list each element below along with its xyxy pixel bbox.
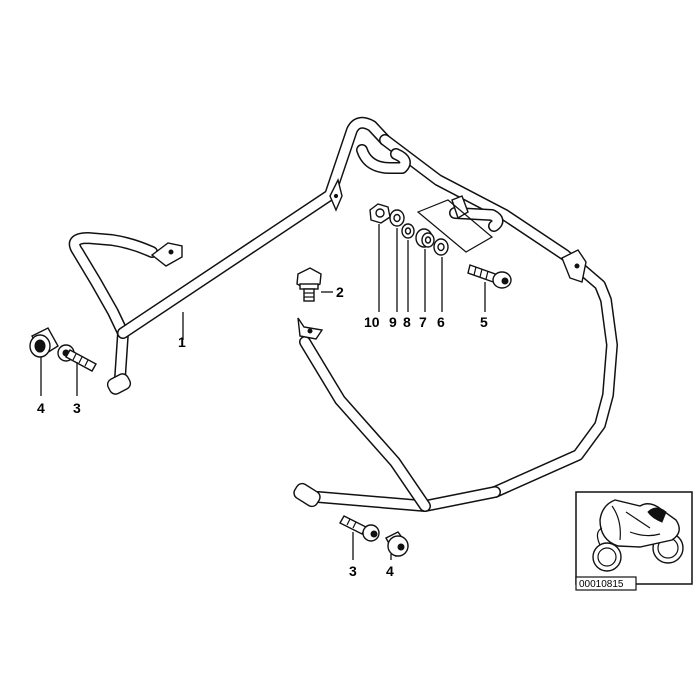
thumbnail-reference: 00010815 [579, 579, 624, 590]
leader-lines [40, 224, 486, 560]
callout-cap-bottom: 4 [386, 563, 394, 579]
callout-bolt-left: 3 [73, 400, 81, 416]
callout-frame: 1 [178, 334, 186, 350]
callout-washer-9: 9 [389, 314, 397, 330]
washer-zone-outline [416, 199, 494, 253]
washer-9 [389, 209, 405, 227]
motorcycle-icon [592, 499, 684, 572]
bolt-bottom [339, 515, 380, 542]
grommet-7 [415, 228, 435, 248]
callout-cap-left: 4 [37, 400, 45, 416]
callout-nut-6: 6 [437, 314, 445, 330]
cap-left [29, 327, 59, 358]
crash-bar-frame [68, 116, 618, 512]
callout-washer-10: 10 [364, 314, 380, 330]
callout-washer-8: 8 [403, 314, 411, 330]
callout-bolt-top: 2 [336, 284, 344, 300]
bolt-top [296, 267, 322, 302]
washer-8 [401, 223, 415, 239]
bolt-right [467, 264, 512, 289]
bolt-left [57, 344, 97, 372]
thumbnail-box: 00010815 [575, 491, 693, 591]
spacer-6 [433, 238, 449, 256]
callout-washer-7: 7 [419, 314, 427, 330]
callout-bolt-bottom: 3 [349, 563, 357, 579]
callout-bolt-right: 5 [480, 314, 488, 330]
nut-10 [369, 203, 391, 224]
cap-bottom [385, 531, 409, 558]
